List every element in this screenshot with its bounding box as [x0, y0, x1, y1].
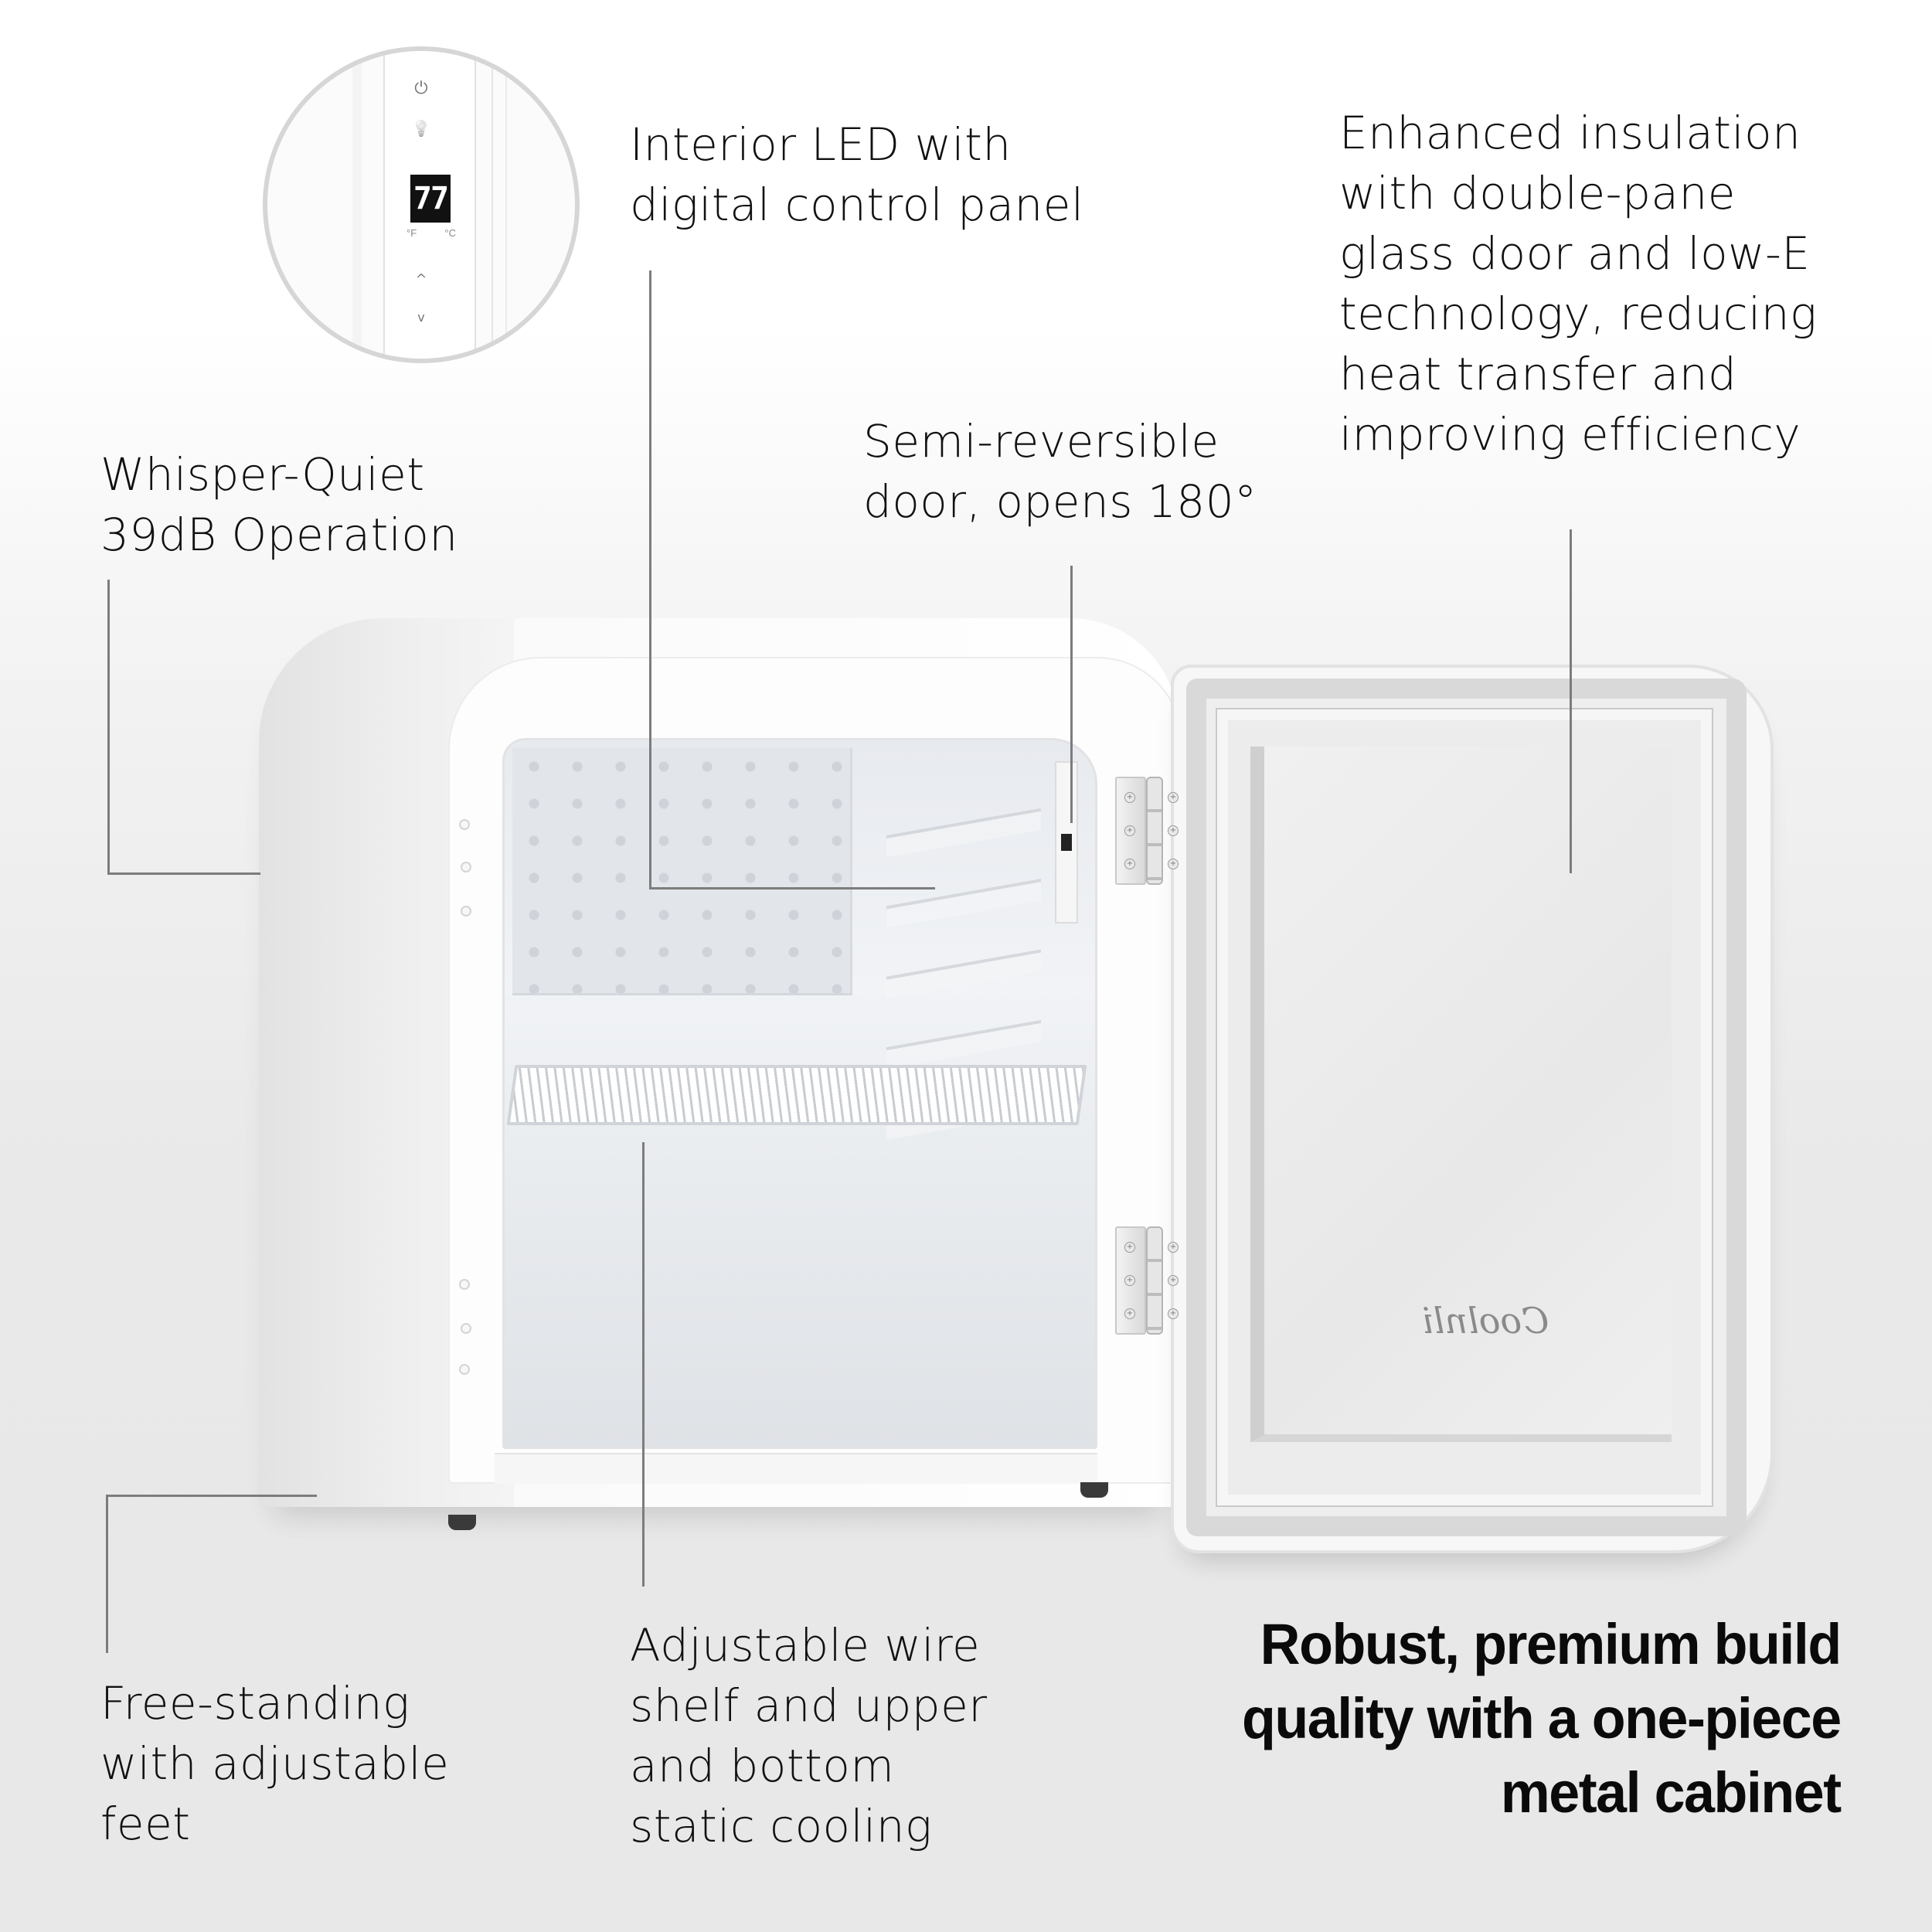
feature-line: improving efficiency [1339, 408, 1801, 461]
feature-line: Interior LED with [630, 118, 1012, 171]
control-panel-inset: ⏻ 💡 77 °F °C ^ v [263, 46, 580, 363]
screw-icon: + [1124, 859, 1135, 869]
headline-line: quality with a one-piece [1242, 1686, 1842, 1750]
evaporator-plate [512, 748, 852, 995]
lower-hinge: + + + + + + [1115, 1226, 1185, 1335]
cabinet-bottom-lip [495, 1453, 1097, 1484]
rivet [459, 1364, 470, 1375]
upper-hinge: + + + + + + [1115, 777, 1185, 885]
hinge-knuckle [1146, 1226, 1163, 1335]
feature-line: and bottom [630, 1740, 895, 1792]
callout-line-interior-led [649, 270, 651, 889]
double-pane-glass [1250, 747, 1672, 1442]
screw-icon: + [1168, 1275, 1179, 1286]
headline-line: Robust, premium build [1260, 1612, 1842, 1676]
rivet [461, 862, 471, 872]
adjustable-foot [1080, 1482, 1108, 1498]
panel-edge [352, 51, 362, 359]
screw-icon: + [1124, 825, 1135, 836]
feature-line: 39dB Operation [100, 509, 458, 561]
interior-control-panel [1055, 761, 1078, 923]
feature-quiet: Whisper-Quiet 39dB Operation [100, 444, 458, 565]
temperature-display: 77 [410, 175, 451, 223]
chevron-up-icon: ^ [415, 271, 427, 287]
light-bulb-icon: 💡 [411, 119, 431, 138]
callout-line-insulation [1570, 529, 1572, 873]
feature-line: Semi-reversible [863, 415, 1219, 468]
feature-reversible-door: Semi-reversible door, opens 180° [863, 411, 1257, 532]
feature-line: with adjustable [100, 1737, 450, 1790]
feature-line: heat transfer and [1339, 348, 1737, 400]
feature-shelf-cooling: Adjustable wire shelf and upper and bott… [630, 1615, 988, 1856]
feature-line: Free-standing [100, 1677, 410, 1730]
feature-line: feet [100, 1798, 191, 1850]
screw-icon: + [1168, 1242, 1179, 1253]
panel-groove [492, 51, 507, 359]
feature-line: technology, reducing [1339, 287, 1818, 340]
headline: Robust, premium build quality with a one… [1242, 1607, 1842, 1830]
feature-line: Enhanced insulation [1339, 107, 1801, 159]
feature-line: Adjustable wire [630, 1619, 981, 1672]
feature-line: static cooling [630, 1800, 933, 1852]
callout-line-reversible-door [1070, 566, 1073, 823]
callout-line-free-standing [106, 1495, 108, 1653]
fridge-interior [502, 738, 1097, 1449]
screw-icon: + [1168, 1308, 1179, 1319]
feature-line: with double-pane [1339, 167, 1736, 219]
feature-line: digital control panel [630, 179, 1084, 231]
screw-icon: + [1124, 1308, 1135, 1319]
feature-insulation: Enhanced insulation with double-pane gla… [1339, 103, 1817, 464]
screw-icon: + [1168, 859, 1179, 869]
chevron-down-icon: v [417, 310, 425, 325]
rivet [459, 819, 470, 830]
celsius-indicator: °C [444, 227, 456, 239]
hinge-knuckle [1146, 777, 1163, 885]
screw-icon: + [1168, 825, 1179, 836]
rivet [459, 1279, 470, 1290]
screw-icon: + [1124, 792, 1135, 803]
brand-logo: Coolnli [1422, 1300, 1549, 1342]
callout-line-interior-led [649, 887, 935, 889]
rivet [461, 906, 471, 917]
headline-line: metal cabinet [1501, 1760, 1842, 1825]
feature-line: Whisper-Quiet [100, 448, 425, 501]
adjustable-foot [448, 1515, 476, 1530]
feature-line: glass door and low-E [1339, 227, 1811, 280]
fahrenheit-indicator: °F [406, 227, 417, 239]
screw-icon: + [1124, 1242, 1135, 1253]
feature-line: shelf and upper [630, 1679, 988, 1732]
callout-line-shelf-cooling [642, 1142, 645, 1587]
callout-line-quiet [107, 580, 110, 875]
feature-interior-led: Interior LED with digital control panel [630, 114, 1084, 235]
wire-shelf [506, 1065, 1087, 1125]
screw-icon: + [1168, 792, 1179, 803]
power-icon: ⏻ [414, 79, 428, 98]
callout-line-quiet [107, 872, 260, 875]
screw-icon: + [1124, 1275, 1135, 1286]
callout-line-free-standing [106, 1495, 317, 1497]
feature-free-standing: Free-standing with adjustable feet [100, 1673, 449, 1854]
feature-line: door, opens 180° [863, 475, 1257, 528]
interior-display [1061, 834, 1072, 851]
unit-indicators: °F °C [406, 227, 456, 239]
rivet [461, 1323, 471, 1334]
